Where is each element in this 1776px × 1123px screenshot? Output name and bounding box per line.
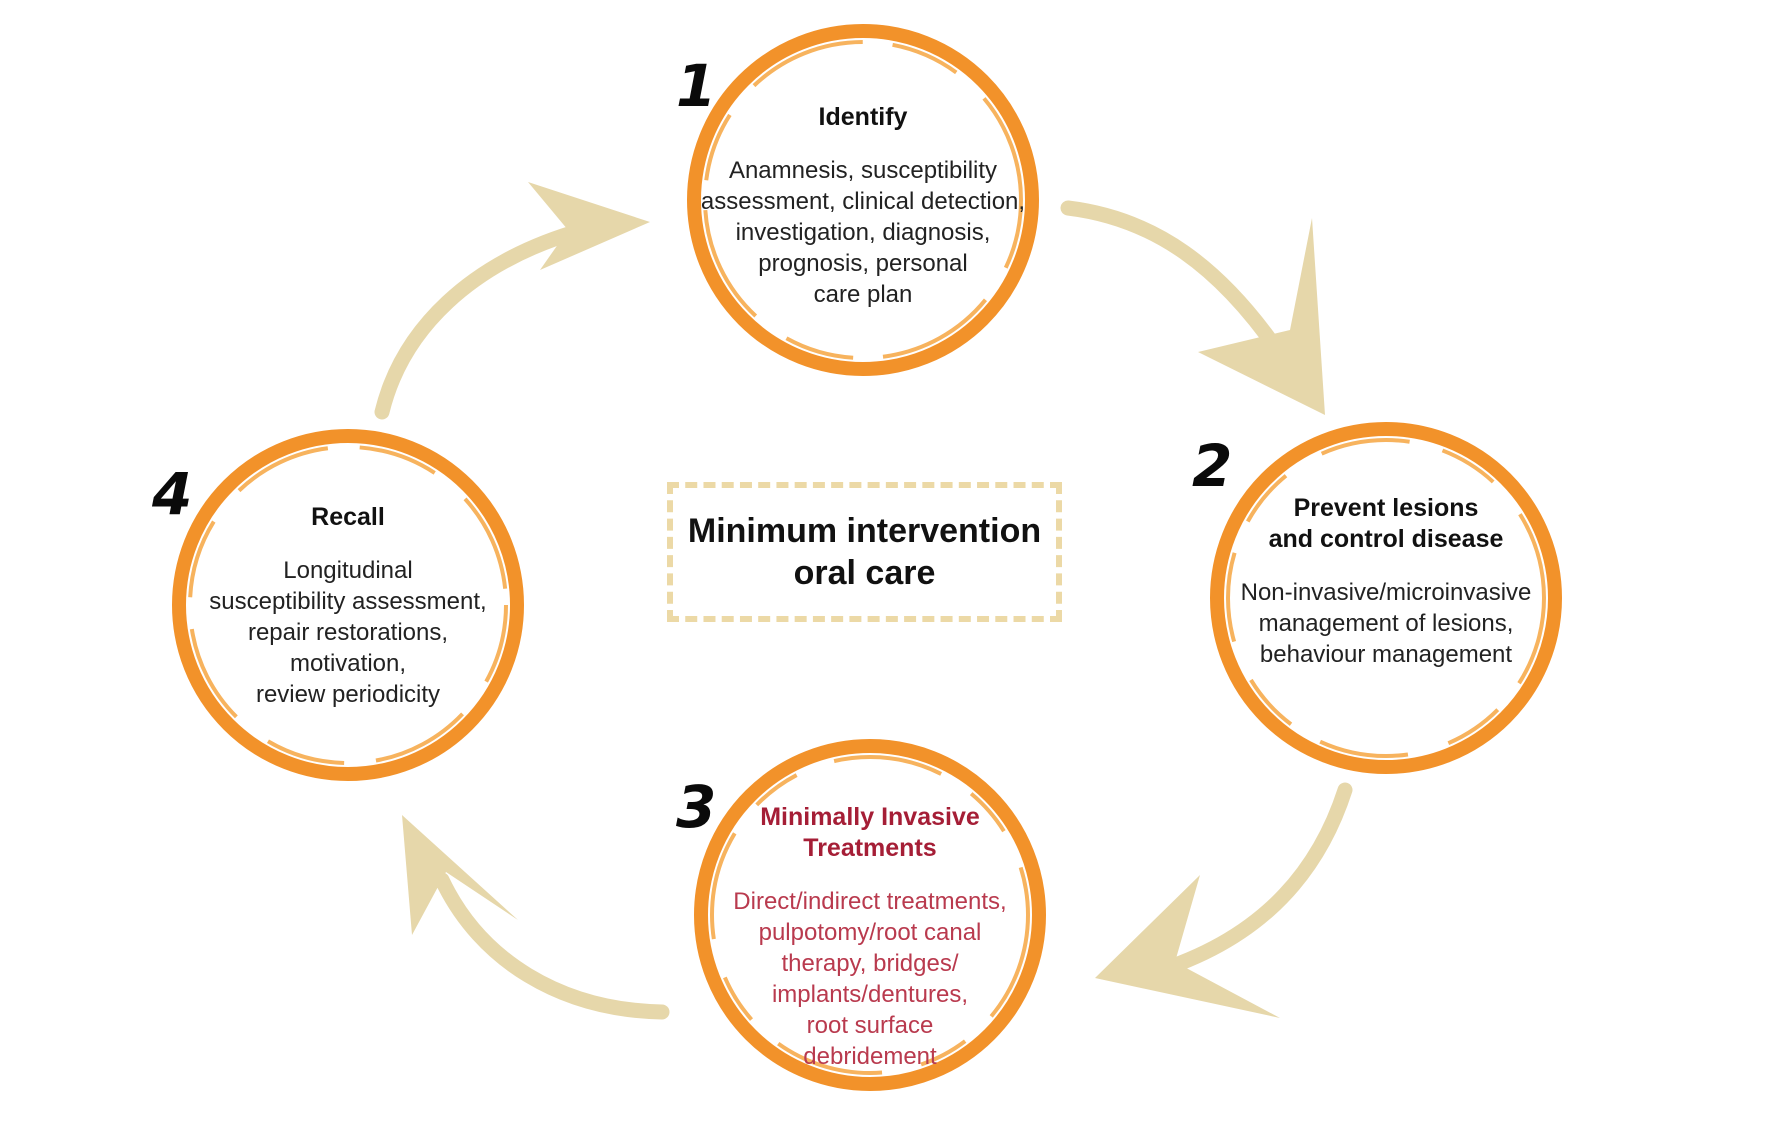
- center-title-line: Minimum intervention: [687, 512, 1042, 550]
- center-title: Minimum intervention oral care: [688, 510, 1041, 594]
- curved-arrow-icon: [374, 182, 650, 420]
- step-description-line: investigation, diagnosis,: [735, 219, 991, 246]
- step-description-line: Direct/indirect treatments,: [733, 888, 1007, 915]
- ring-step-1: [687, 24, 1039, 376]
- step-description: Non-invasive/microinvasive management of…: [1216, 577, 1556, 670]
- step-description-line: implants/dentures,: [771, 981, 969, 1008]
- step-description: Anamnesis, susceptibility assessment, cl…: [688, 155, 1038, 310]
- step-number-2: 2: [1192, 432, 1233, 500]
- center-title-line: oral care: [793, 554, 936, 592]
- step-description-line: repair restorations,: [247, 619, 449, 646]
- ring-step-3: [694, 739, 1046, 1091]
- step-description-line: pulpotomy/root canal: [758, 919, 982, 946]
- step-identify: Identify Anamnesis, susceptibility asses…: [688, 102, 1038, 310]
- step-description-line: debridement: [803, 1043, 937, 1070]
- step-number-1: 1: [676, 52, 717, 120]
- step-title-line: Identify: [818, 103, 908, 131]
- step-description-line: Non-invasive/microinvasive: [1240, 579, 1532, 606]
- step-number-4: 4: [152, 460, 193, 528]
- step-title-line: and control disease: [1268, 525, 1504, 553]
- step-number-3: 3: [676, 773, 717, 841]
- step-title: Recall: [173, 502, 523, 533]
- center-label-box: Minimum intervention oral care: [667, 482, 1062, 622]
- step-description-line: therapy, bridges/: [781, 950, 959, 977]
- step-description-line: behaviour management: [1259, 641, 1513, 668]
- step-description-line: management of lesions,: [1258, 610, 1514, 637]
- step-title-line: Recall: [311, 503, 385, 531]
- ring-step-2: [1210, 422, 1562, 774]
- step-title: Identify: [688, 102, 1038, 133]
- step-description-line: assessment, clinical detection,: [700, 188, 1026, 215]
- step-title-line: Treatments: [803, 834, 937, 862]
- step-description-line: Longitudinal: [283, 557, 413, 584]
- step-description-line: susceptibility assessment,: [209, 588, 487, 615]
- curved-arrow-icon: [402, 815, 670, 1020]
- step-description-line: prognosis, personal: [758, 250, 968, 277]
- step-recall: Recall Longitudinal susceptibility asses…: [173, 502, 523, 710]
- step-description: Longitudinal susceptibility assessment, …: [173, 555, 523, 710]
- curved-arrow-icon: [1060, 200, 1325, 415]
- ring-step-4: [172, 429, 524, 781]
- step-description: Direct/indirect treatments, pulpotomy/ro…: [700, 886, 1040, 1072]
- step-treatments: Minimally Invasive Treatments Direct/ind…: [700, 802, 1040, 1072]
- step-description-line: motivation,: [289, 650, 407, 677]
- step-description-line: root surface: [806, 1012, 934, 1039]
- step-title-line: Minimally Invasive: [760, 803, 980, 831]
- step-description-line: care plan: [813, 281, 913, 308]
- step-description-line: review periodicity: [255, 681, 441, 708]
- step-title: Minimally Invasive Treatments: [700, 802, 1040, 864]
- step-prevent: Prevent lesions and control disease Non-…: [1216, 493, 1556, 670]
- curved-arrow-icon: [1095, 782, 1353, 1018]
- step-title-line: Prevent lesions: [1293, 494, 1479, 522]
- step-title: Prevent lesions and control disease: [1216, 493, 1556, 555]
- step-description-line: Anamnesis, susceptibility: [728, 157, 998, 184]
